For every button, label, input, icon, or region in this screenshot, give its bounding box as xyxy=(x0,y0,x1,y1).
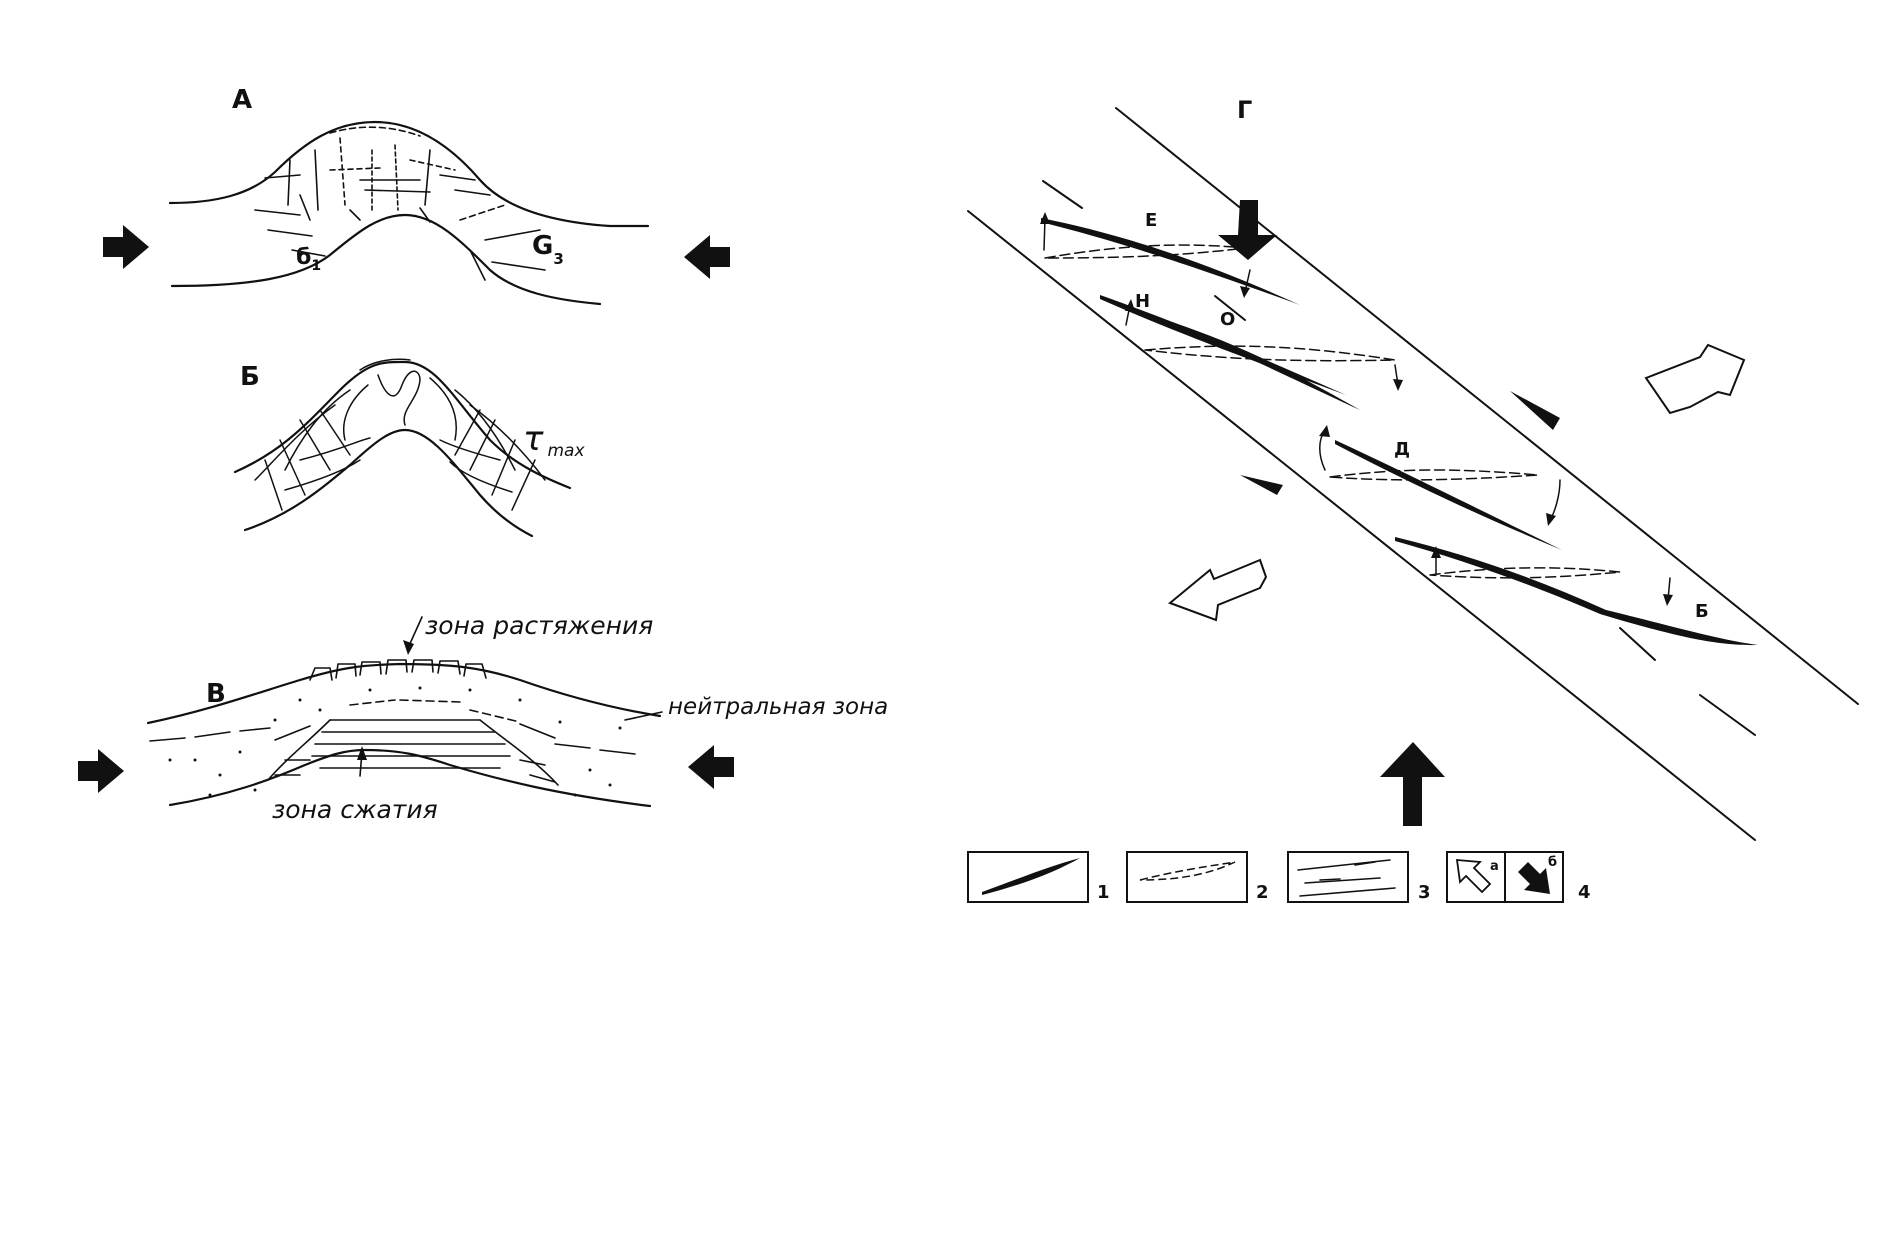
compression-arrow-top-icon xyxy=(1218,200,1277,260)
panel-a: А б1 G3 xyxy=(103,85,730,306)
compression-pointer-head-icon xyxy=(357,746,367,760)
dashed-lenses xyxy=(1044,244,1621,579)
neutral-zone-text: нейтральная зона xyxy=(668,694,888,720)
legend-compression-arrow-icon xyxy=(1518,862,1550,894)
fold-a-lower-surface xyxy=(170,213,602,306)
legend-shear-icon xyxy=(1297,859,1396,897)
legend-box-2 xyxy=(1126,851,1248,903)
legend-sub-b: б xyxy=(1548,855,1557,870)
extension-arrow-left-icon xyxy=(1168,558,1268,622)
legend-box-1 xyxy=(967,851,1089,903)
vein-label-o: О xyxy=(1220,309,1235,330)
panel-v-label: В xyxy=(206,679,226,709)
vein-label-e: Е xyxy=(1145,210,1157,231)
compression-arrow-right-icon xyxy=(684,235,730,279)
sand-dots xyxy=(168,686,622,797)
rotation-arrow-heads xyxy=(1040,212,1673,606)
shear-zone-boundaries xyxy=(967,107,1859,841)
tension-veins xyxy=(1041,218,1758,646)
fold-a-joints xyxy=(254,126,546,281)
legend-extension-arrow-icon xyxy=(1455,859,1492,894)
fold-v-upper-surface xyxy=(146,662,662,725)
sigma1-label: б1 xyxy=(296,245,321,274)
extension-zone-cracks xyxy=(309,659,487,681)
legend-number-3: 3 xyxy=(1418,882,1431,903)
legend-number-2: 2 xyxy=(1256,882,1269,903)
shear-arrow-left-icon xyxy=(1240,475,1283,495)
vein-label-d: Д xyxy=(1394,439,1410,460)
panel-g-label: Г xyxy=(1237,96,1252,124)
legend-lens-icon xyxy=(1139,861,1236,881)
rotation-arrows xyxy=(1043,217,1671,601)
panel-a-label: А xyxy=(232,85,252,115)
legend-number-4: 4 xyxy=(1578,882,1591,903)
vein-label-b: Б xyxy=(1695,601,1709,622)
compression-arrow-left-icon xyxy=(103,225,149,269)
fold-b-stress-trajectories xyxy=(254,358,546,511)
legend: 1 2 3 а б 4 xyxy=(967,851,1591,903)
compression-zone-lines xyxy=(267,719,559,786)
extension-pointer-head-icon xyxy=(403,640,414,655)
legend-number-1: 1 xyxy=(1097,882,1110,903)
sigma3-label: G3 xyxy=(532,231,564,268)
fold-b-upper-surface xyxy=(233,360,572,490)
legend-box-3 xyxy=(1287,851,1409,903)
compression-arrow-bottom-icon xyxy=(1380,742,1445,826)
extension-zone-text: зона растяжения xyxy=(425,611,653,640)
compression-arrow-right-v-icon xyxy=(688,745,734,789)
fold-a-upper-surface xyxy=(168,120,650,228)
extension-arrow-right-icon xyxy=(1644,343,1746,415)
panel-v: В xyxy=(78,611,888,824)
legend-vein-icon xyxy=(982,858,1080,895)
neutral-zone-line xyxy=(149,699,636,755)
fold-b-lower-surface xyxy=(243,428,534,538)
neutral-zone-pointer xyxy=(624,711,663,721)
shear-arrow-right-icon xyxy=(1510,391,1560,430)
panel-b-label: Б xyxy=(240,362,260,392)
fold-v-lower-surface xyxy=(168,748,652,808)
compression-zone-text: зона сжатия xyxy=(272,795,438,824)
legend-sub-a: а xyxy=(1490,859,1499,874)
compression-arrow-left-v-icon xyxy=(78,749,124,793)
vein-label-n: Н xyxy=(1135,291,1150,312)
panel-g: Г xyxy=(967,96,1859,841)
